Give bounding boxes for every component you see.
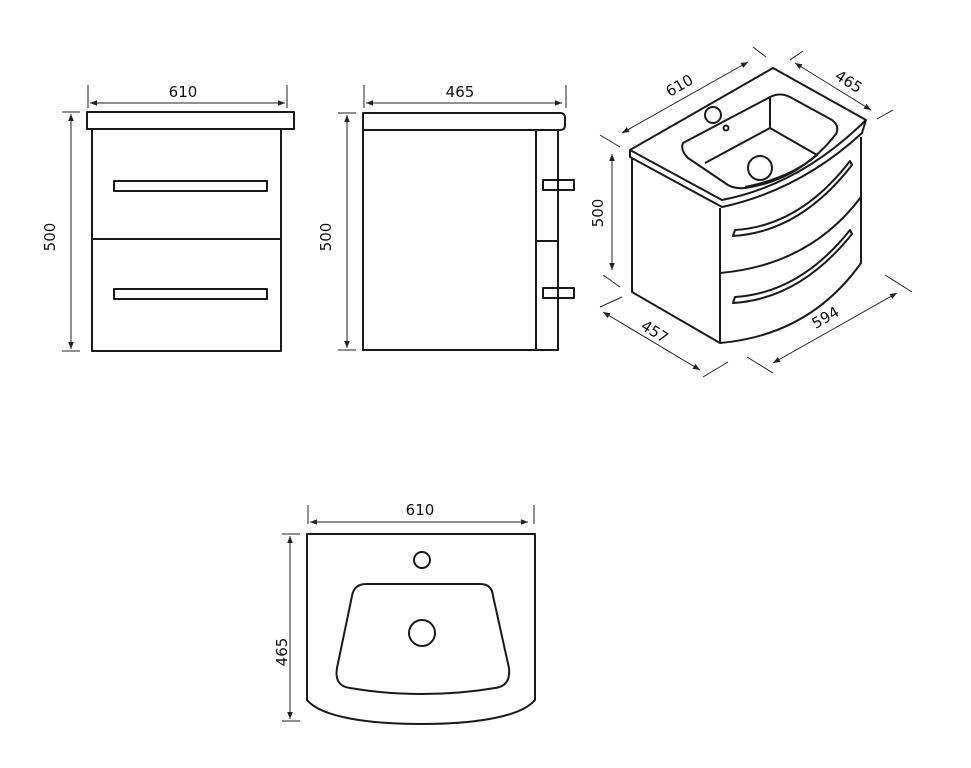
depth-dimension-line bbox=[794, 62, 872, 111]
width-dimension-label: 610 bbox=[663, 71, 697, 101]
iso-overflow-hole bbox=[722, 124, 730, 132]
front-view: 610 500 bbox=[41, 83, 295, 352]
depth-dimension-label: 465 bbox=[273, 638, 291, 667]
extension-line bbox=[884, 274, 913, 293]
extension-line bbox=[876, 109, 894, 120]
drawer-handle bbox=[542, 179, 575, 191]
iso-countertop bbox=[629, 67, 867, 208]
height-dimension-label: 500 bbox=[589, 199, 607, 228]
basin-bowl bbox=[335, 583, 511, 695]
iso-drawer-handle bbox=[732, 229, 853, 304]
drain-hole bbox=[408, 619, 436, 647]
height-dimension-label: 500 bbox=[41, 223, 59, 252]
iso-drawer-handle bbox=[732, 160, 853, 237]
depth-dimension-label: 465 bbox=[446, 83, 475, 101]
top-view: 610 465 bbox=[273, 501, 536, 725]
iso-countertop-edge bbox=[629, 119, 867, 201]
extension-line bbox=[752, 46, 767, 58]
drawer-handle bbox=[542, 287, 575, 299]
cabinet-depth-dimension-line bbox=[602, 311, 701, 371]
extension-line bbox=[746, 356, 774, 374]
cabinet-side bbox=[362, 129, 537, 351]
iso-tap-hole bbox=[704, 106, 722, 124]
basin-outline bbox=[306, 533, 536, 725]
iso-cabinet-front bbox=[719, 137, 862, 344]
side-view: 465 500 bbox=[317, 83, 575, 351]
extension-line bbox=[599, 296, 623, 308]
iso-cabinet-side bbox=[631, 158, 721, 344]
extension-line bbox=[702, 361, 729, 378]
width-dimension-label: 610 bbox=[169, 83, 198, 101]
cabinet-width-dimension-line bbox=[772, 292, 898, 364]
countertop-slab bbox=[362, 112, 566, 131]
iso-drawer-divider bbox=[719, 196, 862, 274]
iso-drain-hole bbox=[747, 155, 773, 181]
depth-dimension-label: 465 bbox=[832, 67, 866, 97]
cabinet-width-dimension-label: 594 bbox=[809, 303, 843, 333]
extension-line bbox=[602, 274, 621, 288]
height-dimension-label: 500 bbox=[317, 223, 335, 252]
drawer-handle bbox=[113, 180, 268, 192]
width-dimension-line bbox=[621, 61, 749, 134]
width-dimension-label: 610 bbox=[406, 501, 435, 519]
drawer-handle bbox=[113, 288, 268, 300]
countertop-slab bbox=[86, 111, 295, 130]
iso-basin-bowl bbox=[704, 127, 818, 188]
extension-line bbox=[599, 134, 621, 148]
tap-hole bbox=[413, 551, 431, 569]
iso-basin-rim bbox=[681, 93, 839, 190]
isometric-view: 610 465 500 457 594 bbox=[589, 46, 913, 378]
extension-line bbox=[789, 50, 804, 61]
